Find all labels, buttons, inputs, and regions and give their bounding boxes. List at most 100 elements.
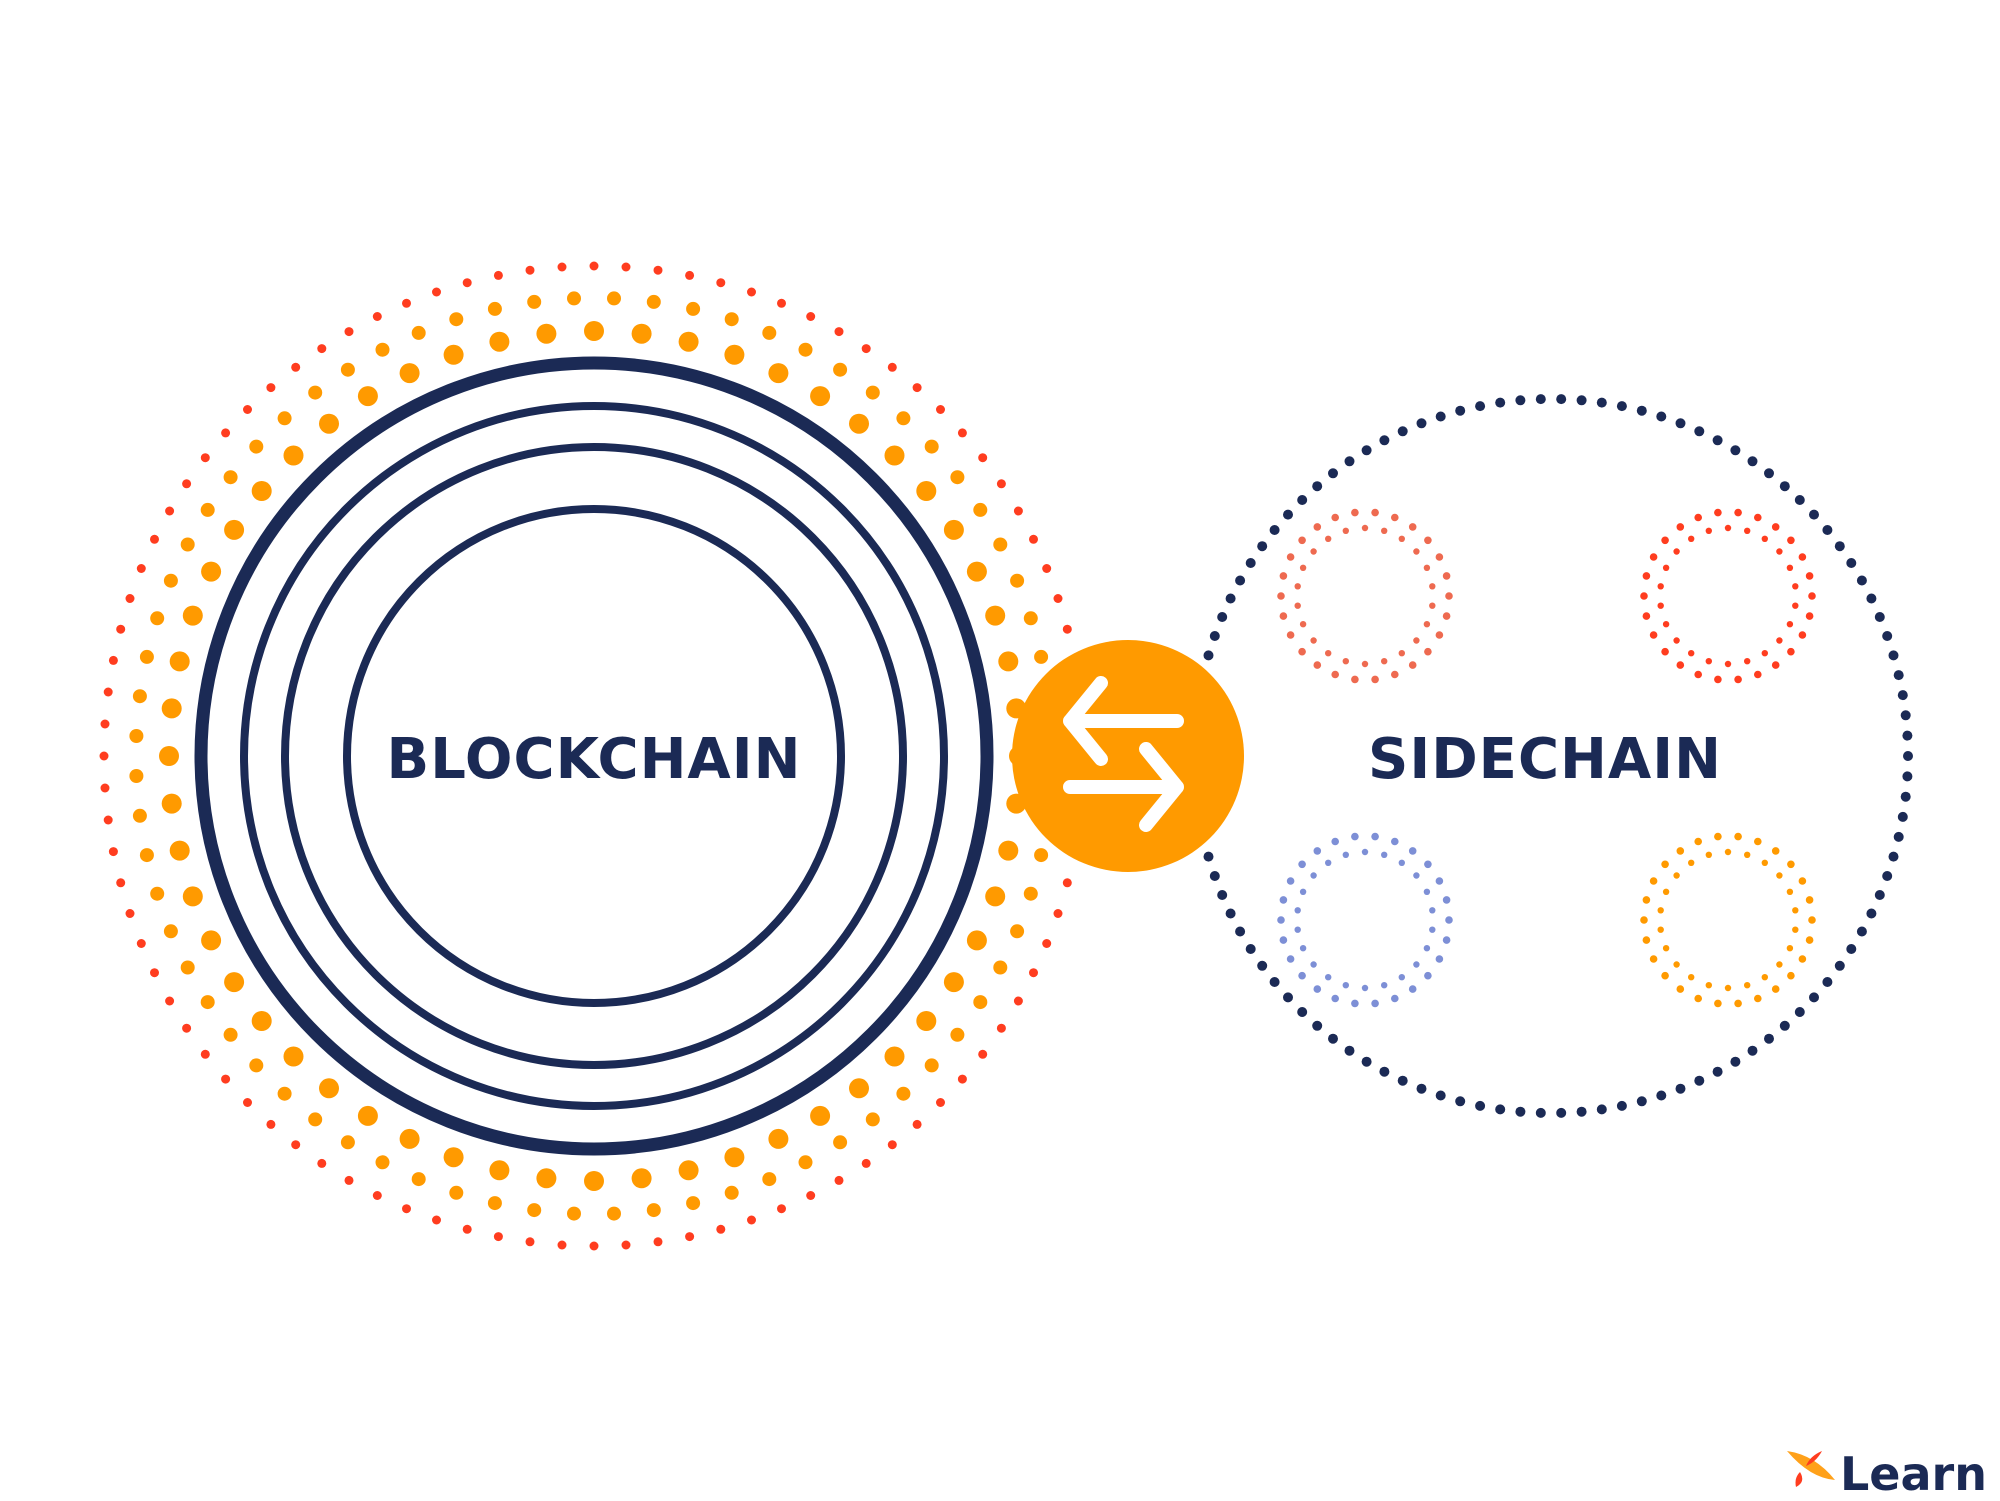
sidechain-dot <box>1435 411 1446 422</box>
subchain-dot <box>1381 851 1388 858</box>
blockchain-red-dot <box>1053 594 1063 603</box>
sidechain-dot <box>1636 405 1647 416</box>
blockchain-red-dot <box>103 815 113 825</box>
subchain-dot <box>1694 837 1702 846</box>
blockchain-orange-dot <box>567 291 581 306</box>
subchain-dot <box>1298 536 1306 545</box>
sidechain-dot <box>1888 851 1899 862</box>
subchain-dot <box>1792 583 1799 590</box>
sidechain-dot <box>1764 1033 1774 1044</box>
blockchain-orange-dot <box>567 1206 581 1221</box>
blockchain-orange-dot <box>283 1046 304 1067</box>
subchain-dot <box>1642 612 1651 620</box>
blockchain-red-dot <box>291 362 301 372</box>
blockchain-red-dot <box>887 1140 897 1150</box>
subchain-dot <box>1705 851 1713 858</box>
blockchain-orange-dot <box>411 325 426 340</box>
blockchain-red-dot <box>806 1191 816 1200</box>
subchain-dot <box>1657 602 1664 609</box>
subchain-dot <box>1408 847 1417 855</box>
sidechain-dot <box>1897 811 1908 822</box>
blockchain-orange-dot <box>916 481 937 501</box>
blockchain-orange-dot <box>646 294 661 309</box>
x-logo-icon <box>1787 1451 1835 1487</box>
sidechain-dot <box>1328 1033 1338 1044</box>
blockchain-orange-dot <box>169 651 190 672</box>
blockchain-orange-dot <box>966 561 987 582</box>
blockchain-orange-dot <box>201 930 222 951</box>
subchain-dot <box>1310 637 1317 644</box>
subchain-dot <box>1714 675 1722 684</box>
blockchain-orange-dot <box>924 1058 939 1073</box>
blockchain-red-dot <box>996 479 1006 489</box>
blockchain-orange-dot <box>129 769 144 783</box>
blockchain-red-dot <box>1013 506 1023 516</box>
subchain-dot <box>1351 675 1359 684</box>
blockchain-red-dot <box>621 1240 631 1250</box>
blockchain-red-dot <box>996 1023 1006 1033</box>
sidechain-dot <box>1515 1106 1526 1117</box>
subchain-dot <box>1724 660 1732 668</box>
sidechain-dot <box>1779 481 1790 492</box>
blockchain-red-dot <box>493 270 503 280</box>
sidechain-dot <box>1245 944 1256 954</box>
sidechain-dot <box>1312 1020 1323 1031</box>
subchain-dot <box>1331 994 1339 1003</box>
sidechain-dot <box>1747 456 1758 467</box>
blockchain-red-dot <box>912 1119 922 1129</box>
subchain-dot <box>1661 971 1669 980</box>
blockchain-orange-dot <box>449 1185 464 1200</box>
subchain-dot <box>1429 583 1436 590</box>
blockchain-orange-dot <box>646 1203 661 1218</box>
blockchain-orange-dot <box>180 537 195 552</box>
sidechain-dot <box>1902 771 1913 782</box>
subchain-dot <box>1371 508 1379 517</box>
blockchain-red-dot <box>589 1241 599 1251</box>
blockchain-rings <box>194 356 994 1156</box>
blockchain-orange-dot <box>536 323 557 344</box>
subchain-dot <box>1673 637 1680 644</box>
blockchain-orange-dot <box>139 649 154 664</box>
blockchain-label: BLOCKCHAIN <box>387 727 802 792</box>
sidechain-dot <box>1900 710 1911 721</box>
subchain-dot <box>1445 916 1453 924</box>
subchain-dot <box>1445 592 1453 600</box>
subchain-dot <box>1423 945 1431 952</box>
subchain-dot <box>1408 523 1417 531</box>
blockchain-orange-dot <box>973 502 988 517</box>
subchain-dot <box>1398 859 1406 866</box>
subchain-dot <box>1424 647 1432 656</box>
blockchain-orange-dot <box>833 1135 848 1150</box>
blockchain-orange-dot <box>169 840 190 861</box>
logo-text: Learn <box>1840 1447 1987 1501</box>
subchain-dot <box>1294 907 1301 914</box>
sidechain-dot <box>1893 831 1904 842</box>
sidechain-dot <box>1209 631 1220 641</box>
subchain-dot <box>1277 592 1285 600</box>
subchain-dot <box>1298 860 1306 869</box>
blockchain-orange-dot <box>443 344 464 365</box>
subchain-dot <box>1661 647 1669 656</box>
blockchain-orange-dot <box>150 611 165 626</box>
sidechain-dot <box>1616 401 1627 412</box>
blockchain-orange-dot <box>896 411 911 426</box>
blockchain-orange-dot <box>724 1147 745 1168</box>
blockchain-red-dot <box>936 405 945 414</box>
sidechain-dot <box>1809 992 1819 1003</box>
sidechain-dot <box>1596 397 1607 408</box>
blockchain-orange-dot <box>896 1086 911 1101</box>
subchain-dot <box>1279 572 1288 580</box>
blockchain-orange-dot <box>487 1196 502 1211</box>
subchain-dot <box>1798 631 1807 639</box>
sidechain-dot <box>1209 871 1220 881</box>
sidechain-dot <box>1730 445 1741 456</box>
subchain-dot <box>1398 650 1406 657</box>
blockchain-orange-dot <box>223 1027 238 1042</box>
subchain-dot <box>1371 999 1379 1008</box>
subchain-dot <box>1642 896 1651 904</box>
subchain-dot <box>1761 859 1769 866</box>
blockchain-orange-dot <box>163 573 178 588</box>
blockchain-orange-dot <box>251 481 272 501</box>
blockchain-orange-dot <box>139 848 154 863</box>
